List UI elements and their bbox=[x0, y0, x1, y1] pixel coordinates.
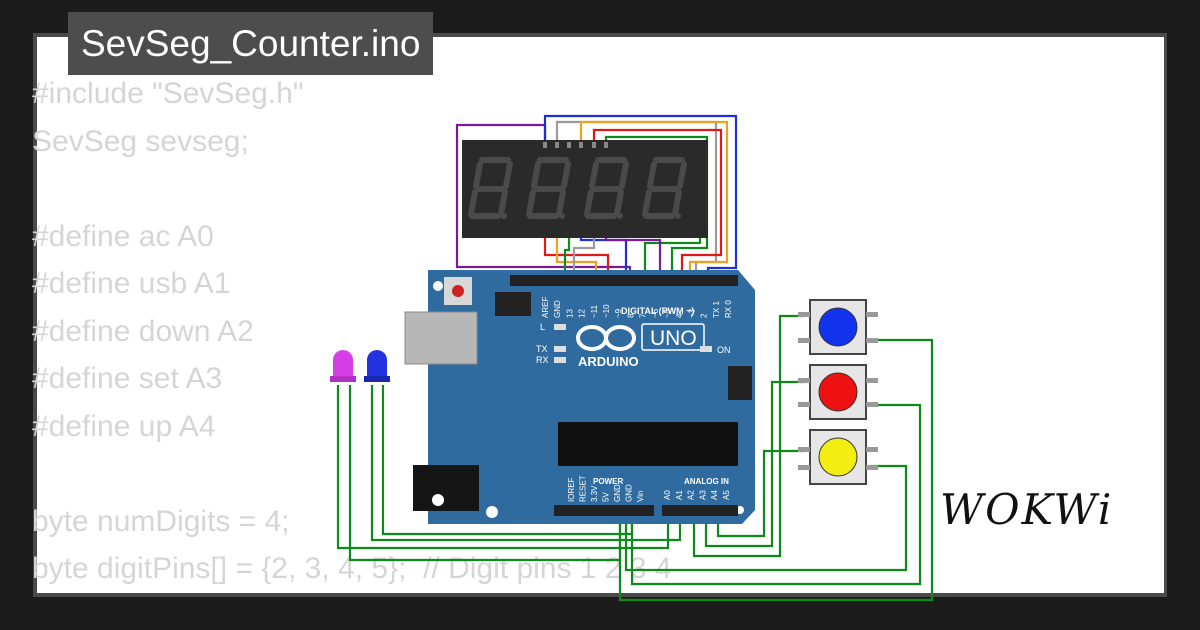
wire-led-pink[interactable] bbox=[336, 385, 670, 550]
digital-pin-label: 13 bbox=[565, 309, 574, 318]
wire-btn-red-gnd[interactable] bbox=[630, 403, 922, 586]
code-line: #define ac A0 bbox=[32, 219, 214, 253]
tx-led-label: TX bbox=[536, 344, 548, 354]
code-line: #define usb A1 bbox=[32, 267, 231, 300]
display-decimal-point bbox=[617, 213, 623, 219]
digital-pin-label: 2 bbox=[700, 313, 709, 318]
display-segment bbox=[589, 161, 599, 189]
wire-orange-top[interactable] bbox=[579, 120, 729, 285]
file-title-tab[interactable]: SevSeg_Counter.ino bbox=[68, 12, 434, 75]
digital-pin-label: 12 bbox=[578, 309, 587, 318]
display-segment bbox=[531, 161, 541, 189]
display-segment bbox=[642, 189, 652, 217]
push-button-yellow[interactable] bbox=[798, 429, 878, 485]
display-segment bbox=[503, 161, 513, 189]
digital-pin-label: RX 0 bbox=[724, 300, 733, 318]
display-segment bbox=[473, 161, 483, 189]
power-jack bbox=[413, 465, 479, 511]
led-pink[interactable] bbox=[330, 350, 356, 382]
analog-pin-label: A4 bbox=[710, 490, 719, 500]
l-led-label: L bbox=[540, 322, 545, 332]
display-segment bbox=[468, 189, 478, 217]
code-line: SevSeg sevseg; bbox=[32, 124, 249, 158]
uno-model-label: UNO bbox=[650, 327, 697, 350]
digital-pin-label: 8 bbox=[626, 313, 635, 318]
power-pin-label: Vin bbox=[636, 491, 645, 502]
wire-gray-bottom[interactable] bbox=[572, 232, 596, 285]
display-decimal-point bbox=[501, 213, 507, 219]
wire-btn-blue-gnd[interactable] bbox=[618, 338, 934, 602]
display-segment bbox=[672, 189, 682, 217]
power-pin-label: IOREF bbox=[567, 477, 576, 502]
on-led-label: ON bbox=[717, 345, 731, 355]
display-segment bbox=[619, 161, 629, 189]
wire-led-blue[interactable] bbox=[370, 385, 682, 542]
digital-pin-label: ~6 bbox=[651, 308, 660, 318]
code-line: #include "SevSeg.h" bbox=[32, 77, 304, 110]
code-line: #define down A2 bbox=[32, 314, 254, 348]
display-segment bbox=[498, 189, 508, 217]
power-header[interactable] bbox=[554, 505, 654, 516]
analog-pin-label: A5 bbox=[722, 490, 731, 500]
digital-pin-label: ~3 bbox=[687, 308, 696, 318]
display-segment bbox=[614, 189, 624, 217]
digital-pin-label: ~5 bbox=[663, 308, 672, 318]
digital-header[interactable] bbox=[510, 275, 738, 286]
display-segment bbox=[561, 161, 571, 189]
wire-btn-blue[interactable] bbox=[692, 314, 806, 558]
digital-pin-label: AREF bbox=[541, 297, 550, 318]
wire-btn-yellow-gnd[interactable] bbox=[624, 464, 908, 572]
wire-btn-yellow[interactable] bbox=[716, 449, 806, 538]
led-blue[interactable] bbox=[364, 350, 390, 382]
push-button-blue[interactable] bbox=[798, 299, 878, 355]
analog-pin-label: A0 bbox=[663, 490, 672, 500]
digital-pin-label: 7 bbox=[639, 313, 648, 318]
digital-pin-label: GND bbox=[553, 300, 562, 318]
digital-pin-label: ~9 bbox=[614, 308, 623, 318]
wire-green-bottom[interactable] bbox=[563, 232, 571, 285]
display-segment bbox=[647, 161, 657, 189]
code-line: #define set A3 bbox=[32, 362, 223, 395]
arduino-brand-label: ARDUINO bbox=[578, 354, 639, 369]
power-label: POWER bbox=[593, 477, 623, 486]
analog-pin-label: A1 bbox=[675, 490, 684, 500]
display-segment bbox=[584, 189, 594, 217]
code-line: byte numDigits = 4; bbox=[32, 504, 290, 538]
push-button-red[interactable] bbox=[798, 364, 878, 420]
wire-red-top[interactable] bbox=[592, 128, 723, 285]
digital-pin-label: TX 1 bbox=[712, 301, 721, 318]
power-pin-label: RESET bbox=[579, 475, 588, 502]
digital-pin-label: 4 bbox=[675, 313, 684, 318]
code-editor[interactable]: #include "SevSeg.h" SevSeg sevseg; #defi… bbox=[32, 70, 672, 593]
digital-pwm-label: DIGITAL (PWM ~) bbox=[621, 306, 694, 316]
arduino-logo bbox=[576, 325, 636, 351]
analog-pin-label: A2 bbox=[687, 490, 696, 500]
power-pin-label: GND bbox=[625, 484, 634, 502]
power-pin-label: 3.3V bbox=[590, 485, 599, 502]
usb-port bbox=[404, 311, 478, 365]
analog-pin-label: A3 bbox=[698, 490, 707, 500]
wire-btn-red[interactable] bbox=[704, 380, 806, 548]
display-decimal-point bbox=[559, 213, 565, 219]
digital-pin-label: ~10 bbox=[602, 304, 611, 318]
analog-header[interactable] bbox=[662, 505, 738, 516]
atmega-chip bbox=[558, 422, 738, 466]
rx-led-label: RX bbox=[536, 355, 549, 365]
display-decimal-point bbox=[675, 213, 681, 219]
seven-segment-display[interactable] bbox=[462, 140, 708, 238]
display-segment bbox=[677, 161, 687, 189]
code-line: #define up A4 bbox=[32, 409, 216, 443]
display-segment bbox=[526, 189, 536, 217]
digital-pin-label: ~11 bbox=[590, 304, 599, 318]
display-segment bbox=[556, 189, 566, 217]
wokwi-logo: WOKWi bbox=[940, 485, 1114, 534]
wire-gray-top[interactable] bbox=[555, 120, 718, 285]
analog-in-label: ANALOG IN bbox=[684, 477, 729, 486]
power-pin-label: GND bbox=[613, 484, 622, 502]
power-pin-label: 5V bbox=[602, 492, 611, 502]
arduino-uno-board[interactable]: ARDUINO UNO DIGITAL (PWM ~) ON L TX RX P… bbox=[404, 270, 755, 524]
